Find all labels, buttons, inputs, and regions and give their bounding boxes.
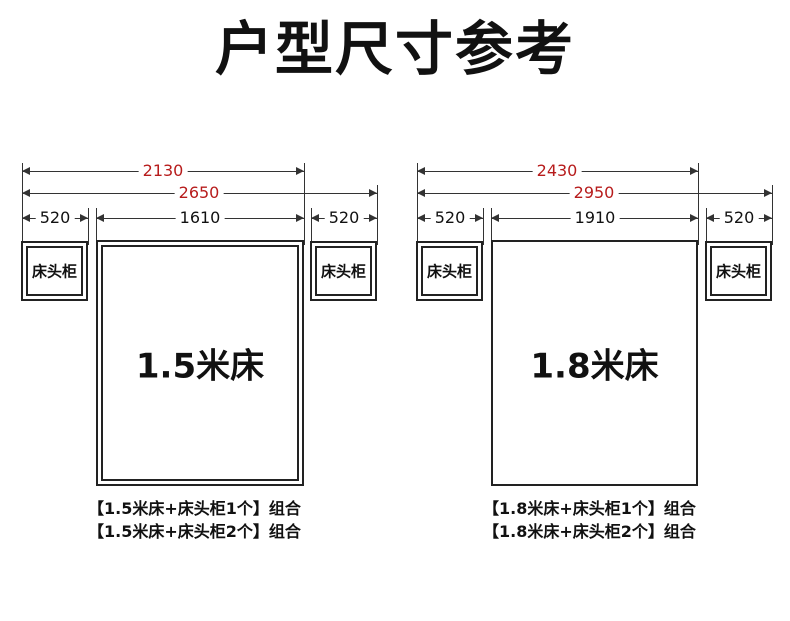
arrow-left-icon <box>311 214 319 222</box>
arrow-left-icon <box>417 189 425 197</box>
dim-tick <box>304 163 305 245</box>
arrow-left-icon <box>706 214 714 222</box>
bed-label: 1.8米床 <box>530 346 659 387</box>
arrow-left-icon <box>417 214 425 222</box>
bed-layout-diagram-1-8m: 2430 2950 520 1910 520 床头柜 床头柜 1.8米床 【1.… <box>395 0 790 621</box>
combo-text: 【1.5米床+床头柜1个】组合 <box>88 499 301 518</box>
arrow-right-icon <box>764 189 772 197</box>
dim-tick <box>698 163 699 245</box>
dim-tick <box>88 208 89 245</box>
dim-tick <box>483 208 484 245</box>
bed-1-8m: 1.8米床 <box>491 240 698 486</box>
bed-layout-diagram-1-5m: 2130 2650 520 1610 520 床头柜 床头柜 1.5米床 【1.… <box>21 162 378 541</box>
page-title: 户型尺寸参考 <box>214 15 575 83</box>
arrow-right-icon <box>690 214 698 222</box>
dim-tick <box>311 208 312 245</box>
dim-label-outer-total: 2950 <box>569 184 619 202</box>
dim-label-inner-total: 2130 <box>138 162 188 180</box>
arrow-left-icon <box>22 214 30 222</box>
arrow-right-icon <box>80 214 88 222</box>
arrow-right-icon <box>475 214 483 222</box>
dim-label-left-nightstand: 520 <box>430 209 470 227</box>
arrow-left-icon <box>417 167 425 175</box>
dim-tick <box>706 208 707 245</box>
nightstand-label: 床头柜 <box>31 262 77 281</box>
dim-tick <box>377 185 378 245</box>
dim-label-outer-total: 2650 <box>174 184 224 202</box>
arrow-left-icon <box>22 167 30 175</box>
dim-label-right-nightstand: 520 <box>719 209 759 227</box>
arrow-right-icon <box>296 167 304 175</box>
combo-text: 【1.5米床+床头柜2个】组合 <box>88 522 301 541</box>
arrow-left-icon <box>22 189 30 197</box>
nightstand-left: 床头柜 <box>416 241 483 301</box>
dim-tick <box>96 208 97 245</box>
arrow-right-icon <box>369 214 377 222</box>
arrow-right-icon <box>369 189 377 197</box>
combo-text: 【1.8米床+床头柜2个】组合 <box>483 522 696 541</box>
arrow-left-icon <box>96 214 104 222</box>
arrow-right-icon <box>296 214 304 222</box>
nightstand-right: 床头柜 <box>705 241 772 301</box>
dim-tick <box>417 163 418 245</box>
dim-label-bed-width: 1610 <box>175 209 225 227</box>
bed-label: 1.5米床 <box>135 346 265 387</box>
arrow-left-icon <box>491 214 499 222</box>
dim-tick <box>772 185 773 245</box>
dim-label-right-nightstand: 520 <box>324 209 364 227</box>
nightstand-right: 床头柜 <box>310 241 377 301</box>
dim-tick <box>491 208 492 245</box>
dim-label-bed-width: 1910 <box>570 209 620 227</box>
nightstand-left: 床头柜 <box>21 241 88 301</box>
dim-label-left-nightstand: 520 <box>35 209 75 227</box>
combo-text: 【1.8米床+床头柜1个】组合 <box>483 499 696 518</box>
nightstand-label: 床头柜 <box>320 262 366 281</box>
arrow-right-icon <box>690 167 698 175</box>
nightstand-label: 床头柜 <box>426 262 472 281</box>
nightstand-label: 床头柜 <box>715 262 761 281</box>
dim-tick <box>22 163 23 245</box>
dim-label-inner-total: 2430 <box>532 162 582 180</box>
bed-1-5m: 1.5米床 <box>96 240 304 486</box>
arrow-right-icon <box>764 214 772 222</box>
